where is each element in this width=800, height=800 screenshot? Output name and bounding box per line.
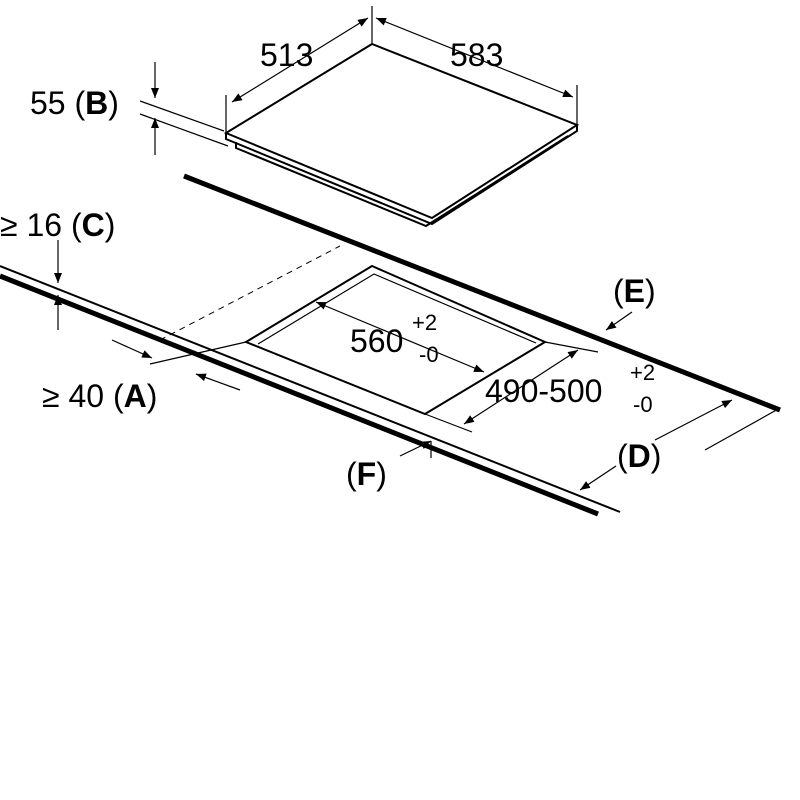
- dimension-hob-depth: 513: [225, 6, 373, 133]
- label-b-value: 55 (B): [30, 85, 119, 121]
- hob-underside: [235, 135, 569, 228]
- dimension-cutout-depth: 490-500 +2 -0: [424, 341, 655, 433]
- label-cutout-depth-tol-plus: +2: [630, 360, 655, 385]
- marker-e: (E): [605, 273, 656, 331]
- label-d: (D): [617, 438, 661, 474]
- worktop-front-edge-top: [0, 273, 599, 517]
- marker-f: (F): [346, 440, 432, 492]
- label-cutout-depth-tol-minus: -0: [633, 392, 653, 417]
- dimension-hob-width: 583: [375, 17, 578, 125]
- worktop-back-edge: [183, 173, 781, 413]
- label-hob-width: 583: [450, 37, 503, 73]
- label-c: ≥ 16 (C): [0, 207, 115, 243]
- label-cutout-width-tol-minus: -0: [419, 342, 439, 367]
- hob-projection-line: [159, 245, 341, 341]
- label-a: ≥ 40 (A): [42, 378, 157, 414]
- label-cutout-width: 560: [350, 323, 403, 359]
- dimension-a-front-distance: ≥ 40 (A): [42, 339, 247, 414]
- worktop: [0, 173, 781, 517]
- dimension-cutout-width: 560 +2 -0: [315, 301, 485, 373]
- dimension-c-thickness: ≥ 16 (C): [0, 207, 115, 330]
- worktop-front-edge-bottom: [0, 265, 621, 513]
- label-e: (E): [613, 273, 656, 309]
- label-f: (F): [346, 456, 387, 492]
- label-cutout-width-tol-plus: +2: [412, 310, 437, 335]
- hob-body-edge: [225, 125, 578, 226]
- dimension-b-height: 55 (B): [30, 62, 229, 155]
- label-cutout-depth: 490-500: [485, 373, 602, 409]
- dimension-d: (D): [579, 399, 781, 491]
- label-hob-depth: 513: [260, 37, 313, 73]
